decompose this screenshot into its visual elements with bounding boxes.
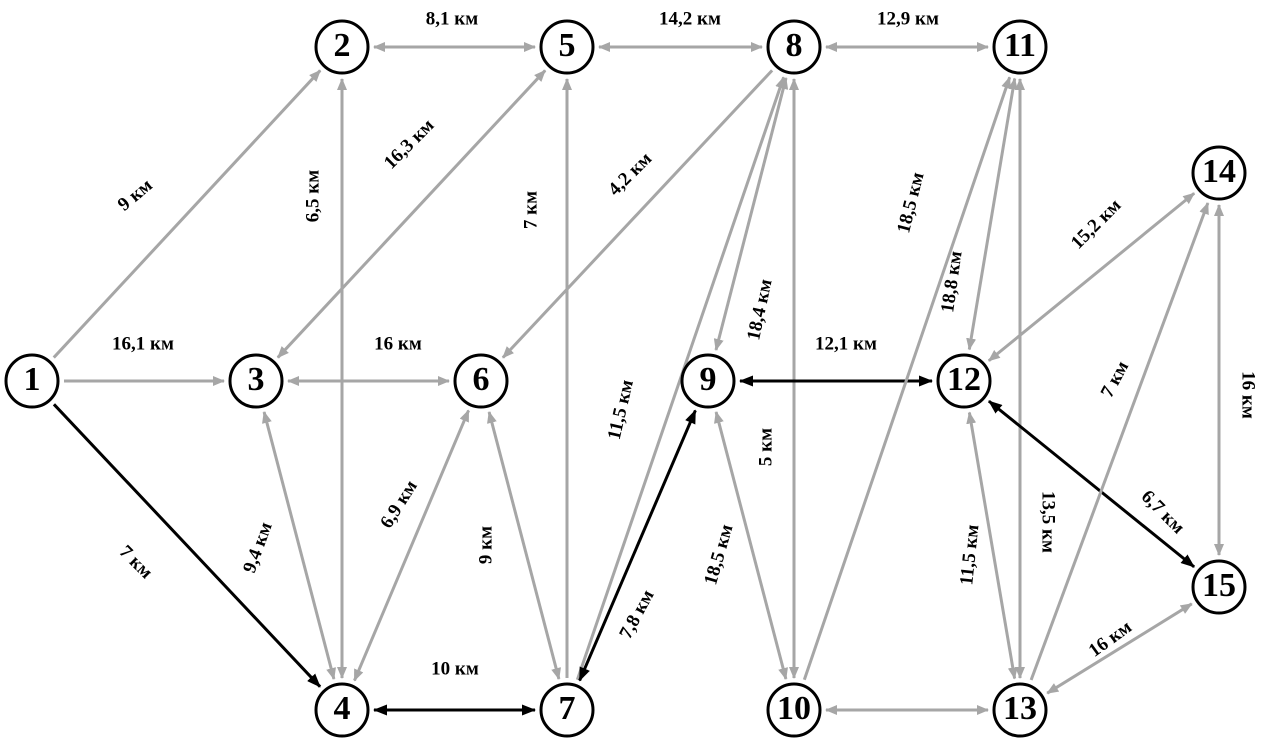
edge-11-12	[966, 77, 1018, 351]
node-label-2: 2	[334, 27, 351, 64]
edge-label-1-2: 9 км	[114, 175, 157, 216]
edge-label-4-3: 9,4 км	[239, 519, 277, 575]
node-circle-8	[766, 19, 822, 75]
edge-label-5-3: 16,3 км	[380, 115, 439, 174]
edge-13-14	[1029, 202, 1210, 681]
edge-label-3-6: 16 км	[374, 333, 422, 354]
edge-1-2	[52, 69, 322, 359]
edge-label-7-6: 9 км	[475, 526, 496, 564]
edge-label-7-5: 7 км	[520, 191, 541, 229]
edge-9-10	[714, 410, 788, 681]
node-label-14: 14	[1202, 153, 1236, 190]
node-9: 9	[680, 353, 736, 409]
node-label-15: 15	[1202, 567, 1236, 604]
edge-label-9-10: 18,5 км	[700, 522, 737, 587]
node-2: 2	[314, 19, 370, 75]
node-label-13: 13	[1003, 690, 1037, 727]
edge-label-2-5: 8,1 км	[426, 8, 478, 29]
node-label-12: 12	[947, 361, 981, 398]
edge-1-4	[52, 403, 322, 688]
edge-label-1-3: 16,1 км	[112, 333, 174, 354]
edge-7-6	[487, 410, 561, 681]
edge-label-5-8: 14,2 км	[659, 8, 721, 29]
edge-label-10-8: 5 км	[755, 428, 776, 466]
edge-5-3	[276, 69, 547, 359]
node-circle-11	[992, 19, 1048, 75]
edge-label-8-11: 12,9 км	[877, 8, 939, 29]
node-label-9: 9	[700, 361, 717, 398]
node-label-4: 4	[334, 690, 351, 727]
edge-label-12-15: 6,7 км	[1137, 486, 1189, 538]
node-4: 4	[314, 682, 370, 738]
edge-label-11-12: 18,8 км	[937, 250, 966, 314]
edge-12-15	[987, 399, 1196, 569]
node-6: 6	[453, 353, 509, 409]
edge-label-7-9: 7,8 км	[615, 586, 658, 642]
node-label-8: 8	[786, 27, 803, 64]
edge-8-6	[501, 69, 774, 359]
node-circle-12	[936, 353, 992, 409]
node-circle-4	[314, 682, 370, 738]
edge-label-4-6: 6,9 км	[376, 477, 422, 533]
edge-label-9-12: 12,1 км	[815, 333, 877, 354]
edge-13-12	[966, 411, 1018, 680]
edge-label-13-11: 13,5 км	[1038, 491, 1059, 553]
node-circle-7	[539, 682, 595, 738]
node-label-5: 5	[559, 27, 576, 64]
node-circle-9	[680, 353, 736, 409]
node-circle-3	[228, 353, 284, 409]
node-1: 1	[4, 353, 60, 409]
edge-label-4-7: 10 км	[431, 658, 479, 679]
node-13: 13	[992, 682, 1048, 738]
node-5: 5	[539, 19, 595, 75]
edge-label-13-12: 11,5 км	[956, 523, 983, 586]
edge-label-4-2: 6,5 км	[302, 170, 323, 222]
node-circle-10	[766, 682, 822, 738]
node-label-11: 11	[1004, 27, 1036, 64]
node-label-3: 3	[248, 361, 265, 398]
node-label-6: 6	[473, 361, 490, 398]
edge-label-12-14: 15,2 км	[1067, 195, 1126, 254]
node-10: 10	[766, 682, 822, 738]
node-circle-15	[1191, 559, 1247, 615]
node-12: 12	[936, 353, 992, 409]
edge-13-15	[1046, 602, 1193, 695]
node-8: 8	[766, 19, 822, 75]
edge-7-9	[578, 409, 697, 682]
edge-label-10-11: 18,5 км	[893, 170, 928, 235]
edge-4-6	[353, 409, 470, 682]
node-3: 3	[228, 353, 284, 409]
node-7: 7	[539, 682, 595, 738]
node-circle-1	[4, 353, 60, 409]
edge-label-1-4: 7 км	[115, 541, 157, 583]
edge-12-14	[987, 192, 1196, 362]
edges-layer	[52, 42, 1224, 716]
node-label-7: 7	[559, 690, 576, 727]
node-circle-2	[314, 19, 370, 75]
node-circle-5	[539, 19, 595, 75]
node-label-1: 1	[24, 361, 41, 398]
edge-label-13-14: 7 км	[1097, 358, 1133, 402]
node-15: 15	[1191, 559, 1247, 615]
edge-4-3	[262, 410, 336, 681]
node-14: 14	[1191, 145, 1247, 201]
edge-label-8-9: 18,4 км	[743, 277, 776, 342]
edge-label-7-8: 11,5 км	[604, 378, 638, 442]
edge-label-14-15: 16 км	[1238, 371, 1259, 419]
node-circle-14	[1191, 145, 1247, 201]
node-circle-13	[992, 682, 1048, 738]
edge-8-9	[713, 77, 789, 351]
node-11: 11	[992, 19, 1048, 75]
edge-label-8-6: 4,2 км	[604, 148, 656, 200]
node-label-10: 10	[777, 690, 811, 727]
node-circle-6	[453, 353, 509, 409]
